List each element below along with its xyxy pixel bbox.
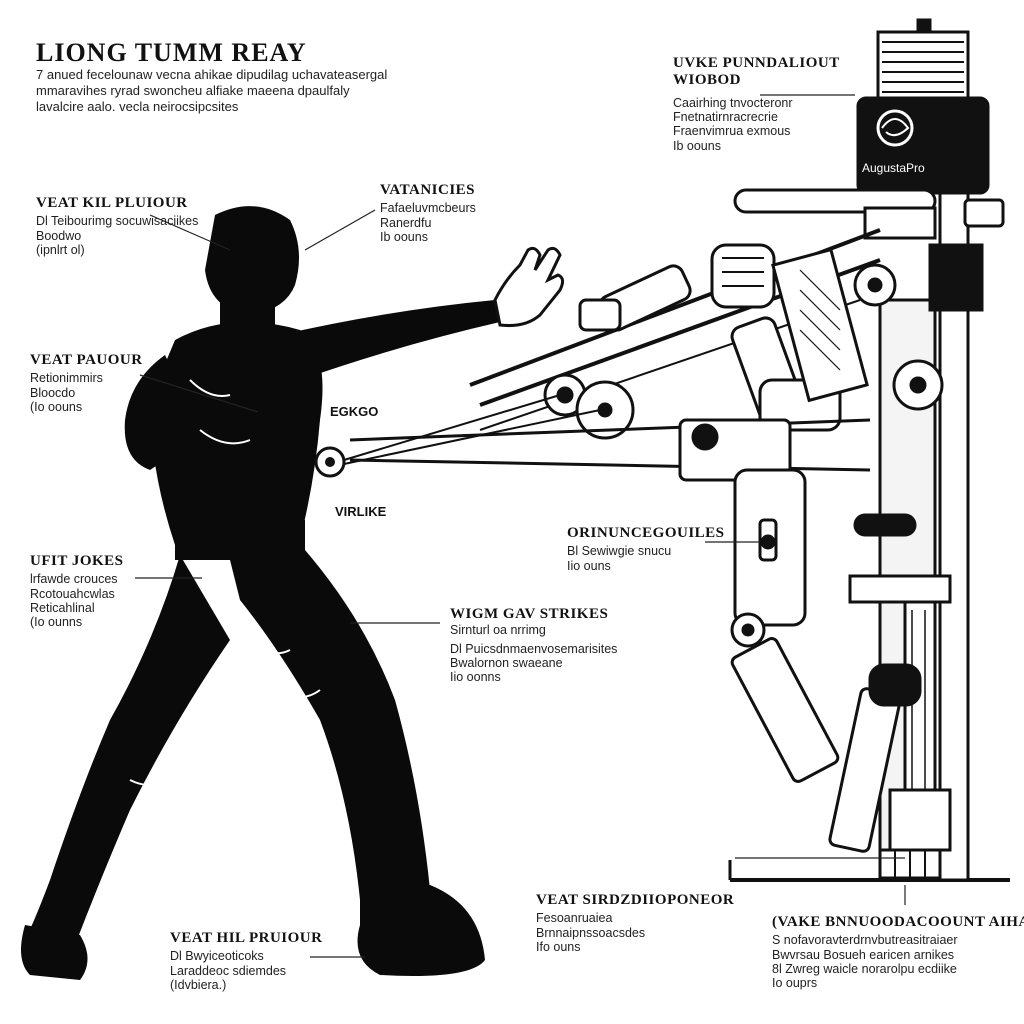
callout-head: VEAT KIL PLUIOUR Dl Teibourimg socuwisac… bbox=[36, 195, 198, 257]
callout-title: VEAT KIL PLUIOUR bbox=[36, 195, 188, 211]
center-label: EGKGO bbox=[330, 404, 379, 419]
training-dummy-machine bbox=[349, 18, 1010, 882]
callout-line: (Io oouns bbox=[30, 400, 83, 414]
callout-line: Caairhing tnvocteronr bbox=[673, 95, 793, 110]
callout-legs: UFIT JOKES lrfawde crouces Rcotouahcwlas… bbox=[30, 553, 124, 630]
callout-line: Rcotouahcwlas bbox=[30, 586, 115, 601]
callout-title: ORINUNCEGOUILES bbox=[567, 525, 725, 541]
callout-line: Bloocdo bbox=[30, 385, 76, 400]
callout-bottom-right: (VAKE BNNUOODACOOUNT AIHAIO S nofavoravt… bbox=[772, 914, 1024, 991]
callout-subtitle: Sirnturl oa nrrimg bbox=[450, 623, 546, 638]
strike-target-icon bbox=[314, 394, 601, 478]
callout-title: (VAKE BNNUOODACOOUNT AIHAIO bbox=[772, 914, 1024, 930]
callout-line: Io ouprs bbox=[772, 976, 818, 991]
callout-line: Ifo ouns bbox=[536, 940, 581, 954]
callout-line: Fraenvimrua exmous bbox=[673, 124, 791, 139]
callout-title: UFIT JOKES bbox=[30, 553, 124, 569]
callout-line: S nofavoravterdrnvbutreasitraiaer bbox=[772, 933, 958, 948]
callout-line: Boodwo bbox=[36, 228, 82, 243]
callout-arm-joint: ORINUNCEGOUILES Bl Sewiwgie snucu Iio ou… bbox=[567, 525, 725, 573]
callout-line: Dl Bwyiceoticoks bbox=[170, 949, 264, 964]
page-title: LIONG TUMM REAY bbox=[36, 38, 307, 67]
callout-line: Bwalornon swaeane bbox=[450, 656, 563, 670]
brand-logo-drum bbox=[856, 96, 990, 195]
brand-dragon-icon bbox=[876, 109, 914, 147]
callout-line: Laraddeoc sdiemdes bbox=[170, 963, 287, 978]
callout-title: UVKE PUNNDALIOUT bbox=[673, 55, 840, 71]
callout-line: Bwvrsau Bosueh earicen arnikes bbox=[772, 947, 955, 962]
callout-wing: VATANICIES Fafaeluvmcbeurs Ranerdfu Ib o… bbox=[380, 182, 476, 244]
callout-title: VEAT HIL PRUIOUR bbox=[170, 930, 323, 946]
brand-name: AugustaPro bbox=[862, 161, 925, 175]
callout-line: (Idvbiera.) bbox=[170, 978, 227, 992]
callout-base: VEAT SIRDZDIIOPONEOR Fesoanruaiea Brnnai… bbox=[536, 892, 734, 954]
fighter-silhouette bbox=[21, 206, 500, 980]
callout-title: WIGM GAV STRIKES bbox=[450, 606, 609, 622]
callout-line: (Io ounns bbox=[30, 615, 83, 630]
callout-line: Dl Teibourimg socuwisaciikes bbox=[36, 214, 199, 229]
strike-label: VIRLIKE bbox=[335, 504, 387, 519]
callout-chest: VEAT PAUOUR Retionimmirs Bloocdo (Io oou… bbox=[30, 352, 143, 414]
callout-line: Ib oouns bbox=[673, 138, 721, 153]
callout-line: lrfawde crouces bbox=[30, 572, 118, 587]
callout-top-right: UVKE PUNNDALIOUT WIOBOD Caairhing tnvoct… bbox=[673, 55, 840, 153]
clothing-folds bbox=[129, 379, 321, 786]
callout-line: Ranerdfu bbox=[380, 215, 432, 230]
callout-line: Fnetnatirnracrecrie bbox=[673, 109, 778, 124]
intro-line-2: mmaravihes ryrad swoncheu alfiake maeena… bbox=[36, 83, 350, 98]
intro-line-1: 7 anued fecelounaw vecna ahikae dipudila… bbox=[36, 67, 388, 82]
callout-line: Brnnaipnssoacsdes bbox=[536, 925, 646, 940]
callout-line: (ipnlrt ol) bbox=[36, 243, 85, 257]
intro-line-3: lavalcire aalo. vecla neirocsipcsites bbox=[36, 99, 239, 114]
callout-title: VEAT SIRDZDIIOPONEOR bbox=[536, 892, 735, 908]
callout-title: VEAT PAUOUR bbox=[30, 352, 143, 368]
callout-line: Ib oouns bbox=[380, 230, 428, 244]
callout-line: Fesoanruaiea bbox=[536, 911, 613, 926]
callout-title: WIOBOD bbox=[673, 72, 742, 89]
callout-line: Iio oonns bbox=[450, 670, 501, 685]
callout-line: Reticahlinal bbox=[30, 601, 95, 615]
callout-line: Bl Sewiwgie snucu bbox=[567, 544, 672, 559]
robot-fist-icon bbox=[710, 243, 776, 309]
callout-title: VATANICIES bbox=[380, 182, 476, 198]
callout-line: Retionimmirs bbox=[30, 371, 103, 386]
callout-line: Iio ouns bbox=[567, 558, 611, 573]
callout-strikes: WIGM GAV STRIKES Sirnturl oa nrrimg Dl P… bbox=[450, 606, 617, 685]
callout-feet: VEAT HIL PRUIOUR Dl Bwyiceoticoks Laradd… bbox=[170, 930, 322, 992]
leader-lines bbox=[135, 94, 906, 958]
callout-line: Dl Puicsdnmaenvosemarisites bbox=[450, 641, 618, 656]
callout-line: 8l Zwreg waicle norarolpu ecdiike bbox=[772, 962, 957, 976]
open-hand-icon bbox=[493, 246, 565, 327]
callout-line: Fafaeluvmcbeurs bbox=[380, 201, 476, 216]
